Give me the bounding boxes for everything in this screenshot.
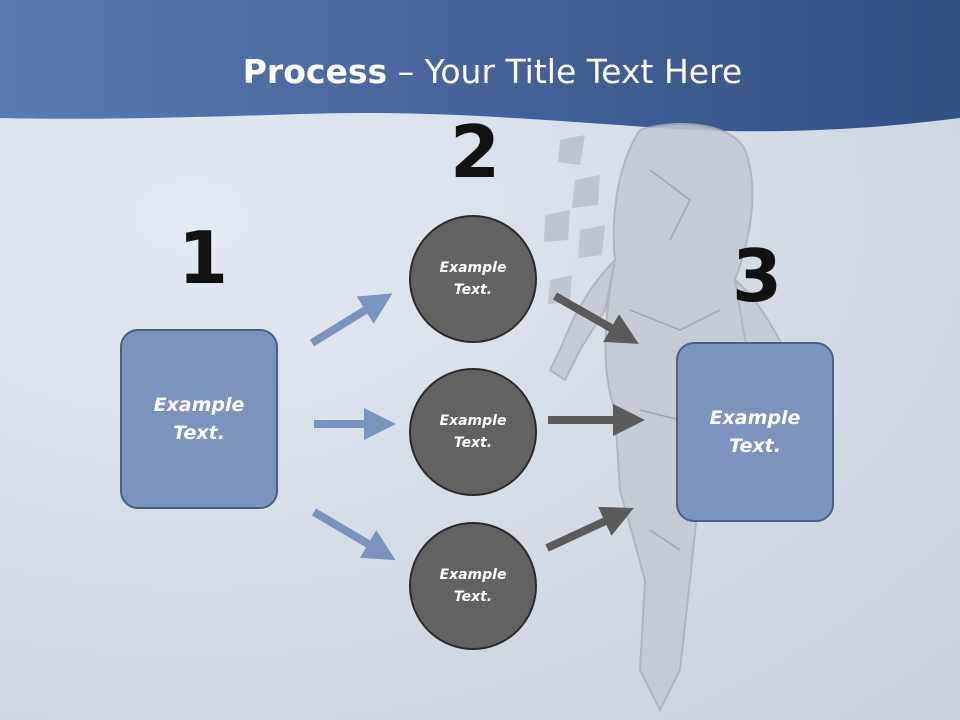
arrow-2a-to-3 — [553, 292, 639, 344]
step-2-circle-a: Example Text. — [409, 215, 537, 343]
arrow-1-to-2a — [309, 293, 393, 347]
circle-c-text-line2: Text. — [453, 589, 493, 605]
step-number-1: 1 — [178, 216, 229, 300]
title-rest: – Your Title Text Here — [387, 52, 743, 91]
circle-a-text-line1: Example — [439, 259, 507, 276]
step-3-text-line2: Text. — [729, 435, 781, 457]
header-wave-banner — [0, 0, 960, 132]
step-3-box: Example Text. — [676, 342, 834, 522]
step-1-text-line1: Example — [153, 393, 245, 416]
step-1-text-line2: Text. — [173, 422, 225, 444]
step-2-circle-b: Example Text. — [409, 368, 537, 496]
circle-b-text-line1: Example — [439, 412, 507, 429]
step-number-2: 2 — [450, 110, 501, 194]
title-bold: Process — [242, 52, 388, 91]
slide-title: Process – Your Title Text Here — [0, 52, 960, 91]
step-number-3: 3 — [732, 234, 783, 318]
step-2-circle-c: Example Text. — [409, 522, 537, 650]
step-1-box: Example Text. — [120, 329, 278, 509]
arrow-2c-to-3 — [545, 506, 634, 552]
arrow-1-to-2c — [311, 508, 396, 561]
circle-b-text-line2: Text. — [453, 435, 493, 451]
circle-a-text-line2: Text. — [453, 282, 493, 298]
step-3-text-line1: Example — [709, 406, 801, 429]
circle-c-text-line1: Example — [439, 566, 507, 583]
